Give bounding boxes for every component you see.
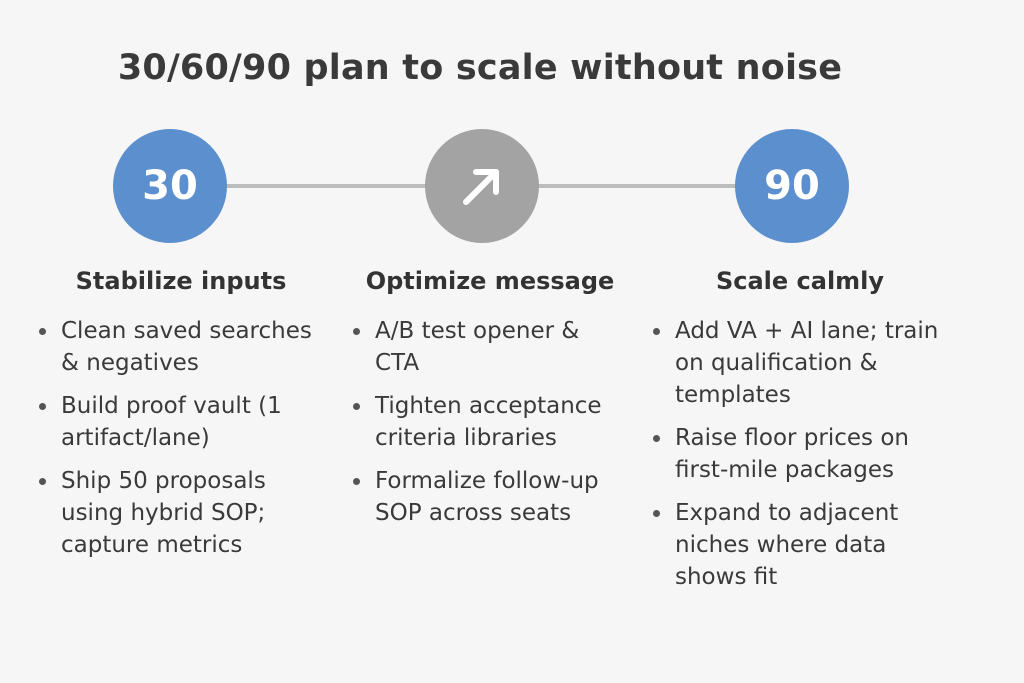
phase-column-60: Optimize message A/B test opener & CTA T… — [350, 262, 630, 540]
bullet-text: Raise floor prices on first-mile package… — [675, 425, 909, 483]
bullet-dot-icon — [39, 403, 46, 410]
bullet-text: Add VA + AI lane; train on qualification… — [675, 318, 939, 408]
milestone-label: 30 — [142, 163, 198, 209]
arrow-up-right-icon — [460, 164, 504, 208]
milestone-30-circle: 30 — [113, 129, 227, 243]
phase-bullets: Add VA + AI lane; train on qualification… — [650, 315, 950, 593]
phase-bullets: A/B test opener & CTA Tighten acceptance… — [350, 315, 630, 529]
bullet-item: Raise floor prices on first-mile package… — [650, 422, 950, 486]
milestone-90-circle: 90 — [735, 129, 849, 243]
milestone-60-circle — [425, 129, 539, 243]
phase-title: Optimize message — [365, 267, 615, 295]
bullet-text: Formalize follow-up SOP across seats — [375, 468, 599, 526]
bullet-dot-icon — [353, 403, 360, 410]
page-title: 30/60/90 plan to scale without noise — [117, 48, 843, 88]
bullet-item: Build proof vault (1 artifact/lane) — [36, 390, 326, 454]
bullet-item: Add VA + AI lane; train on qualification… — [650, 315, 950, 411]
phase-column-30: Stabilize inputs Clean saved searches & … — [36, 262, 326, 572]
phase-column-90: Scale calmly Add VA + AI lane; train on … — [650, 262, 950, 604]
bullet-item: A/B test opener & CTA — [350, 315, 630, 379]
bullet-dot-icon — [653, 510, 660, 517]
bullet-dot-icon — [39, 478, 46, 485]
milestone-label: 90 — [764, 163, 820, 209]
bullet-dot-icon — [39, 328, 46, 335]
bullet-item: Formalize follow-up SOP across seats — [350, 465, 630, 529]
timeline-connector — [538, 184, 736, 188]
timeline-connector — [226, 184, 426, 188]
bullet-text: A/B test opener & CTA — [375, 318, 580, 376]
bullet-item: Ship 50 proposals using hybrid SOP; capt… — [36, 465, 326, 561]
bullet-text: Expand to adjacent niches where data sho… — [675, 500, 899, 590]
bullet-text: Build proof vault (1 artifact/lane) — [61, 393, 282, 451]
bullet-text: Clean saved searches & negatives — [61, 318, 312, 376]
bullet-item: Clean saved searches & negatives — [36, 315, 326, 379]
bullet-item: Tighten acceptance criteria libraries — [350, 390, 630, 454]
bullet-dot-icon — [653, 328, 660, 335]
bullet-dot-icon — [353, 478, 360, 485]
phase-title: Scale calmly — [715, 267, 885, 295]
phase-title: Stabilize inputs — [75, 267, 287, 295]
bullet-dot-icon — [353, 328, 360, 335]
bullet-item: Expand to adjacent niches where data sho… — [650, 497, 950, 593]
bullet-text: Tighten acceptance criteria libraries — [375, 393, 602, 451]
bullet-dot-icon — [653, 435, 660, 442]
bullet-text: Ship 50 proposals using hybrid SOP; capt… — [61, 468, 266, 558]
phase-bullets: Clean saved searches & negatives Build p… — [36, 315, 326, 561]
